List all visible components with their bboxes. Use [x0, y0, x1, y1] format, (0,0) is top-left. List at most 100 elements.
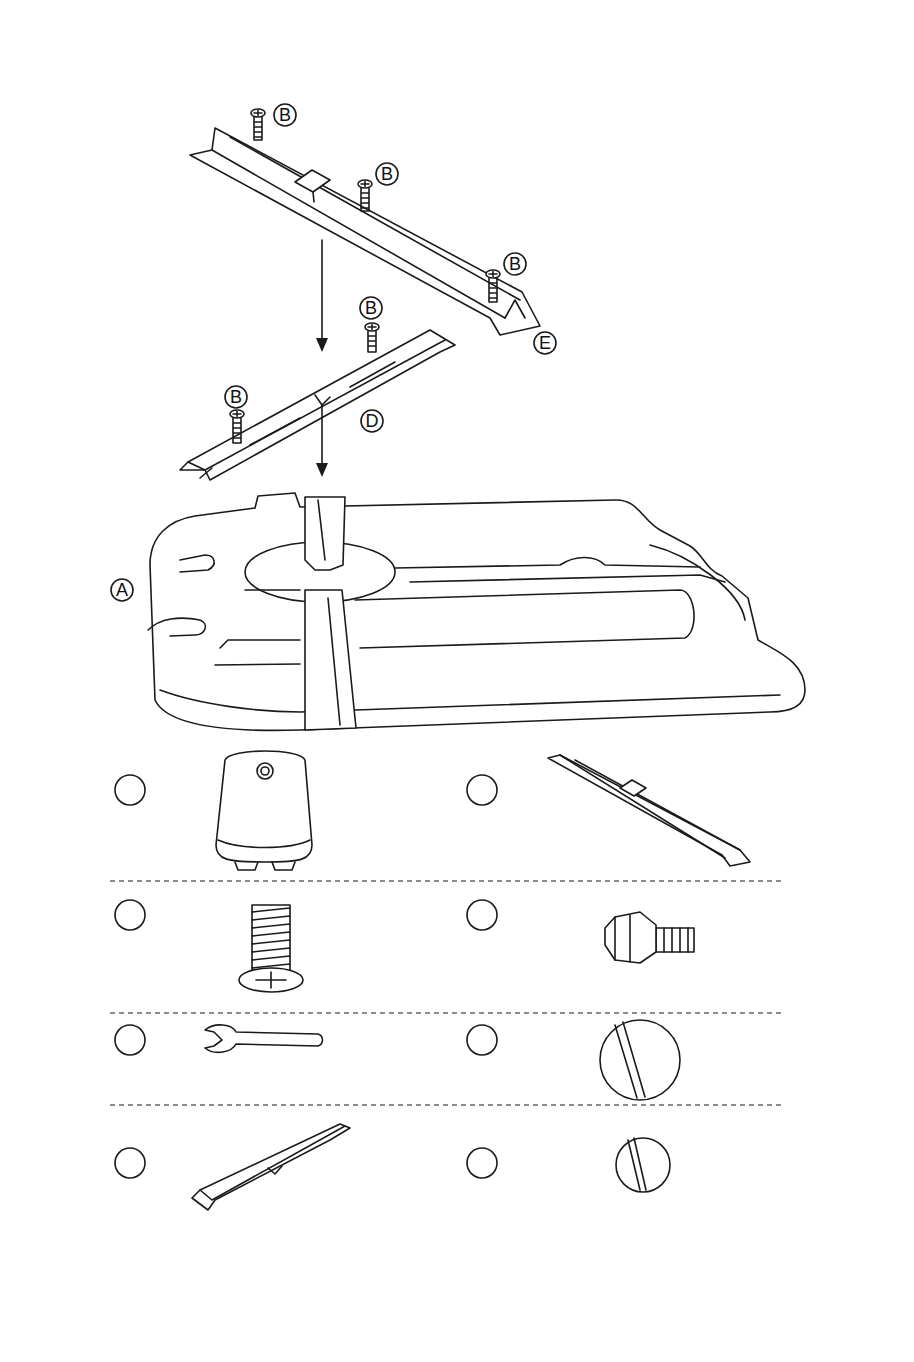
line-art	[410, 575, 725, 582]
line-art	[230, 410, 244, 443]
line-art	[180, 330, 455, 480]
line-art	[318, 500, 325, 560]
line-art	[180, 555, 214, 572]
line-art	[235, 862, 295, 870]
line-art	[230, 410, 244, 418]
line-art	[505, 300, 525, 318]
line-art	[315, 395, 330, 405]
callout-circles	[111, 104, 556, 601]
line-art	[467, 1025, 497, 1055]
line-art	[368, 325, 376, 330]
line-art	[188, 340, 445, 470]
line-art	[605, 912, 656, 963]
line-art	[148, 618, 205, 636]
line-art	[115, 900, 145, 930]
line-art	[212, 150, 505, 318]
parts-list	[110, 751, 785, 1210]
line-art	[252, 905, 290, 975]
line-art	[254, 111, 262, 116]
line-art	[252, 908, 290, 968]
callout-letter: B	[365, 299, 377, 317]
screws	[230, 109, 500, 443]
line-art	[615, 915, 630, 962]
line-art	[115, 775, 145, 805]
line-art	[365, 323, 379, 352]
line-art	[261, 767, 269, 775]
base-tray	[148, 493, 805, 730]
line-art	[233, 412, 241, 417]
line-art	[205, 1025, 323, 1052]
line-art	[368, 331, 376, 352]
callout-letter: B	[230, 388, 242, 406]
line-art	[150, 493, 805, 730]
line-art	[486, 270, 500, 302]
line-art	[361, 182, 369, 187]
lower-rail	[180, 330, 455, 480]
line-art	[115, 1025, 145, 1055]
line-art	[489, 272, 497, 277]
line-art	[250, 418, 300, 445]
line-art	[365, 323, 379, 331]
line-art	[467, 1148, 497, 1178]
line-art	[256, 972, 286, 988]
line-art	[650, 545, 745, 620]
line-art	[233, 418, 241, 443]
line-art	[355, 590, 694, 648]
line-art	[316, 463, 328, 477]
line-art	[358, 180, 372, 211]
line-art	[251, 109, 265, 117]
line-art	[600, 1020, 680, 1100]
line-art	[656, 928, 688, 952]
line-art	[215, 664, 300, 665]
line-art	[110, 880, 785, 881]
callout-letter: B	[509, 255, 521, 273]
line-art	[218, 840, 310, 848]
upper-rail	[190, 128, 540, 335]
line-art	[467, 900, 497, 930]
callout-letter: A	[116, 581, 128, 599]
line-art	[190, 128, 540, 335]
callout-letter: B	[279, 106, 291, 124]
callout-letter: E	[539, 334, 551, 352]
line-art	[111, 579, 133, 601]
line-art	[376, 163, 398, 185]
line-art	[628, 1138, 646, 1190]
line-art	[560, 755, 740, 858]
line-art	[305, 590, 356, 730]
line-art	[305, 497, 345, 570]
line-art	[274, 104, 296, 126]
line-art	[534, 332, 556, 354]
line-art	[200, 1126, 345, 1200]
callout-letter: B	[381, 165, 393, 183]
line-art	[395, 558, 700, 569]
line-art	[192, 1124, 350, 1210]
line-art	[225, 386, 247, 408]
line-art	[360, 297, 382, 319]
line-art	[316, 338, 328, 352]
line-art	[200, 468, 212, 478]
line-art	[216, 751, 312, 862]
line-art	[321, 240, 323, 340]
line-art	[361, 410, 383, 432]
line-art	[110, 1012, 785, 1013]
line-art	[115, 1148, 145, 1178]
line-art	[239, 968, 303, 992]
line-art	[245, 589, 300, 591]
line-art	[268, 1166, 282, 1174]
line-art	[257, 763, 273, 779]
line-art	[467, 775, 497, 805]
line-art	[489, 278, 497, 302]
line-art	[486, 270, 500, 278]
line-art	[220, 640, 300, 648]
line-art	[504, 253, 526, 275]
line-art	[616, 1138, 670, 1192]
line-art	[620, 780, 646, 796]
line-art	[361, 188, 369, 211]
line-art	[321, 405, 323, 465]
line-art	[110, 1104, 785, 1105]
line-art	[548, 755, 750, 866]
line-art	[295, 170, 330, 192]
callout-letter: D	[366, 412, 379, 430]
